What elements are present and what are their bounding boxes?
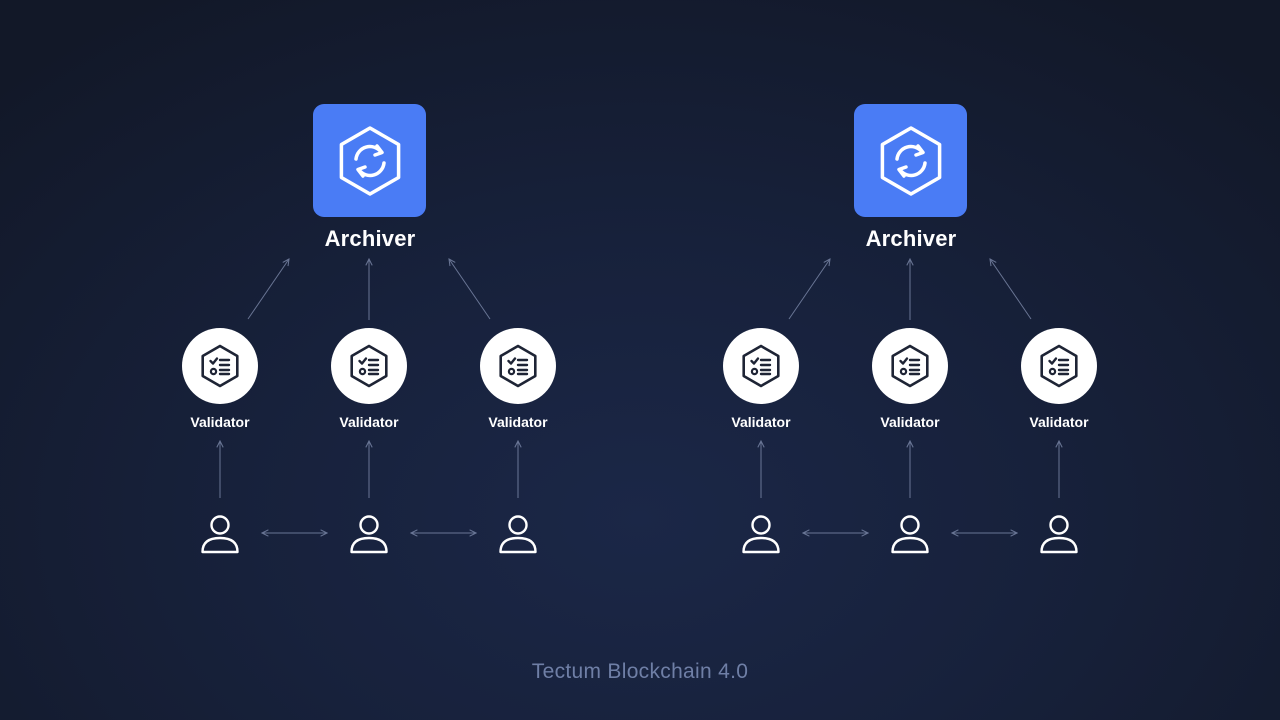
- archiver-label: Archiver: [865, 226, 957, 251]
- validator-node-1: [723, 328, 799, 404]
- user-icon: [201, 515, 239, 554]
- checklist-hexagon-icon: [201, 344, 239, 388]
- network-diagram-right: Archiver Validator Validator: [541, 0, 1181, 720]
- user-icon: [1040, 515, 1078, 554]
- validator-label-1: Validator: [731, 414, 791, 430]
- user-icon: [742, 515, 780, 554]
- arrow-validator3-to-archiver: [990, 259, 1032, 320]
- arrow-validator1-to-archiver: [788, 259, 830, 320]
- arrow-validator3-to-archiver: [449, 259, 491, 320]
- validator-label-2: Validator: [339, 414, 399, 430]
- arrow-validator1-to-archiver: [247, 259, 289, 320]
- archiver-label: Archiver: [324, 226, 416, 251]
- user-icon: [891, 515, 929, 554]
- network-diagram-left: Archiver Validator Validator: [182, 104, 556, 554]
- checklist-hexagon-icon: [499, 344, 537, 388]
- checklist-hexagon-icon: [742, 344, 780, 388]
- checklist-hexagon-icon: [1040, 344, 1078, 388]
- footer-caption: Tectum Blockchain 4.0: [531, 660, 749, 683]
- sync-hexagon-icon: [339, 125, 400, 196]
- validator-label-2: Validator: [880, 414, 940, 430]
- user-icon: [350, 515, 388, 554]
- validator-label-1: Validator: [190, 414, 250, 430]
- sync-hexagon-icon: [880, 125, 941, 196]
- validator-node-2: [872, 328, 948, 404]
- validator-label-3: Validator: [488, 414, 548, 430]
- validator-node-3: [1021, 328, 1097, 404]
- validator-label-3: Validator: [1029, 414, 1089, 430]
- validator-node-3: [480, 328, 556, 404]
- archiver-node: [313, 104, 426, 217]
- user-icon: [499, 515, 537, 554]
- archiver-node: [854, 104, 967, 217]
- validator-node-1: [182, 328, 258, 404]
- validator-node-2: [331, 328, 407, 404]
- checklist-hexagon-icon: [350, 344, 388, 388]
- checklist-hexagon-icon: [891, 344, 929, 388]
